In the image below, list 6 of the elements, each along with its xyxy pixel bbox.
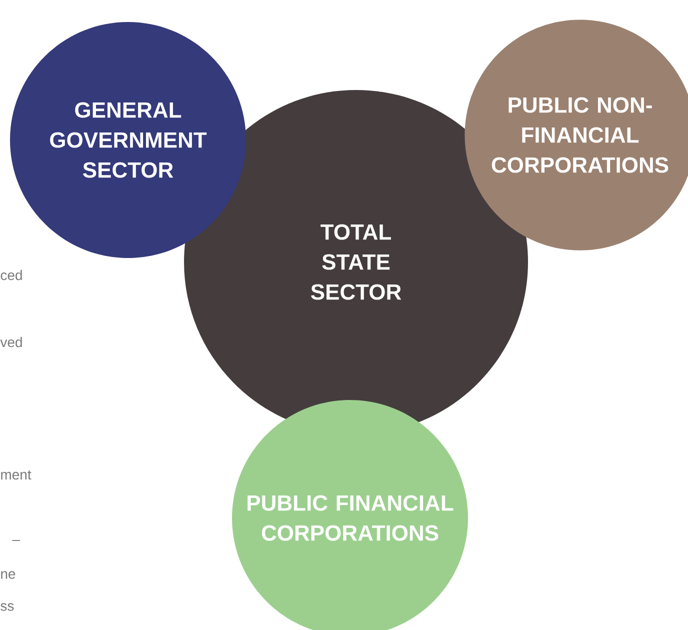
- text-fragment: ne: [1, 571, 16, 579]
- text-fragment: ved: [0, 336, 22, 348]
- text-fragment: ced: [0, 270, 22, 280]
- text-fragment: ment: [1, 470, 32, 480]
- text-fragment: ss: [0, 603, 14, 611]
- text-fragment: –: [12, 540, 20, 541]
